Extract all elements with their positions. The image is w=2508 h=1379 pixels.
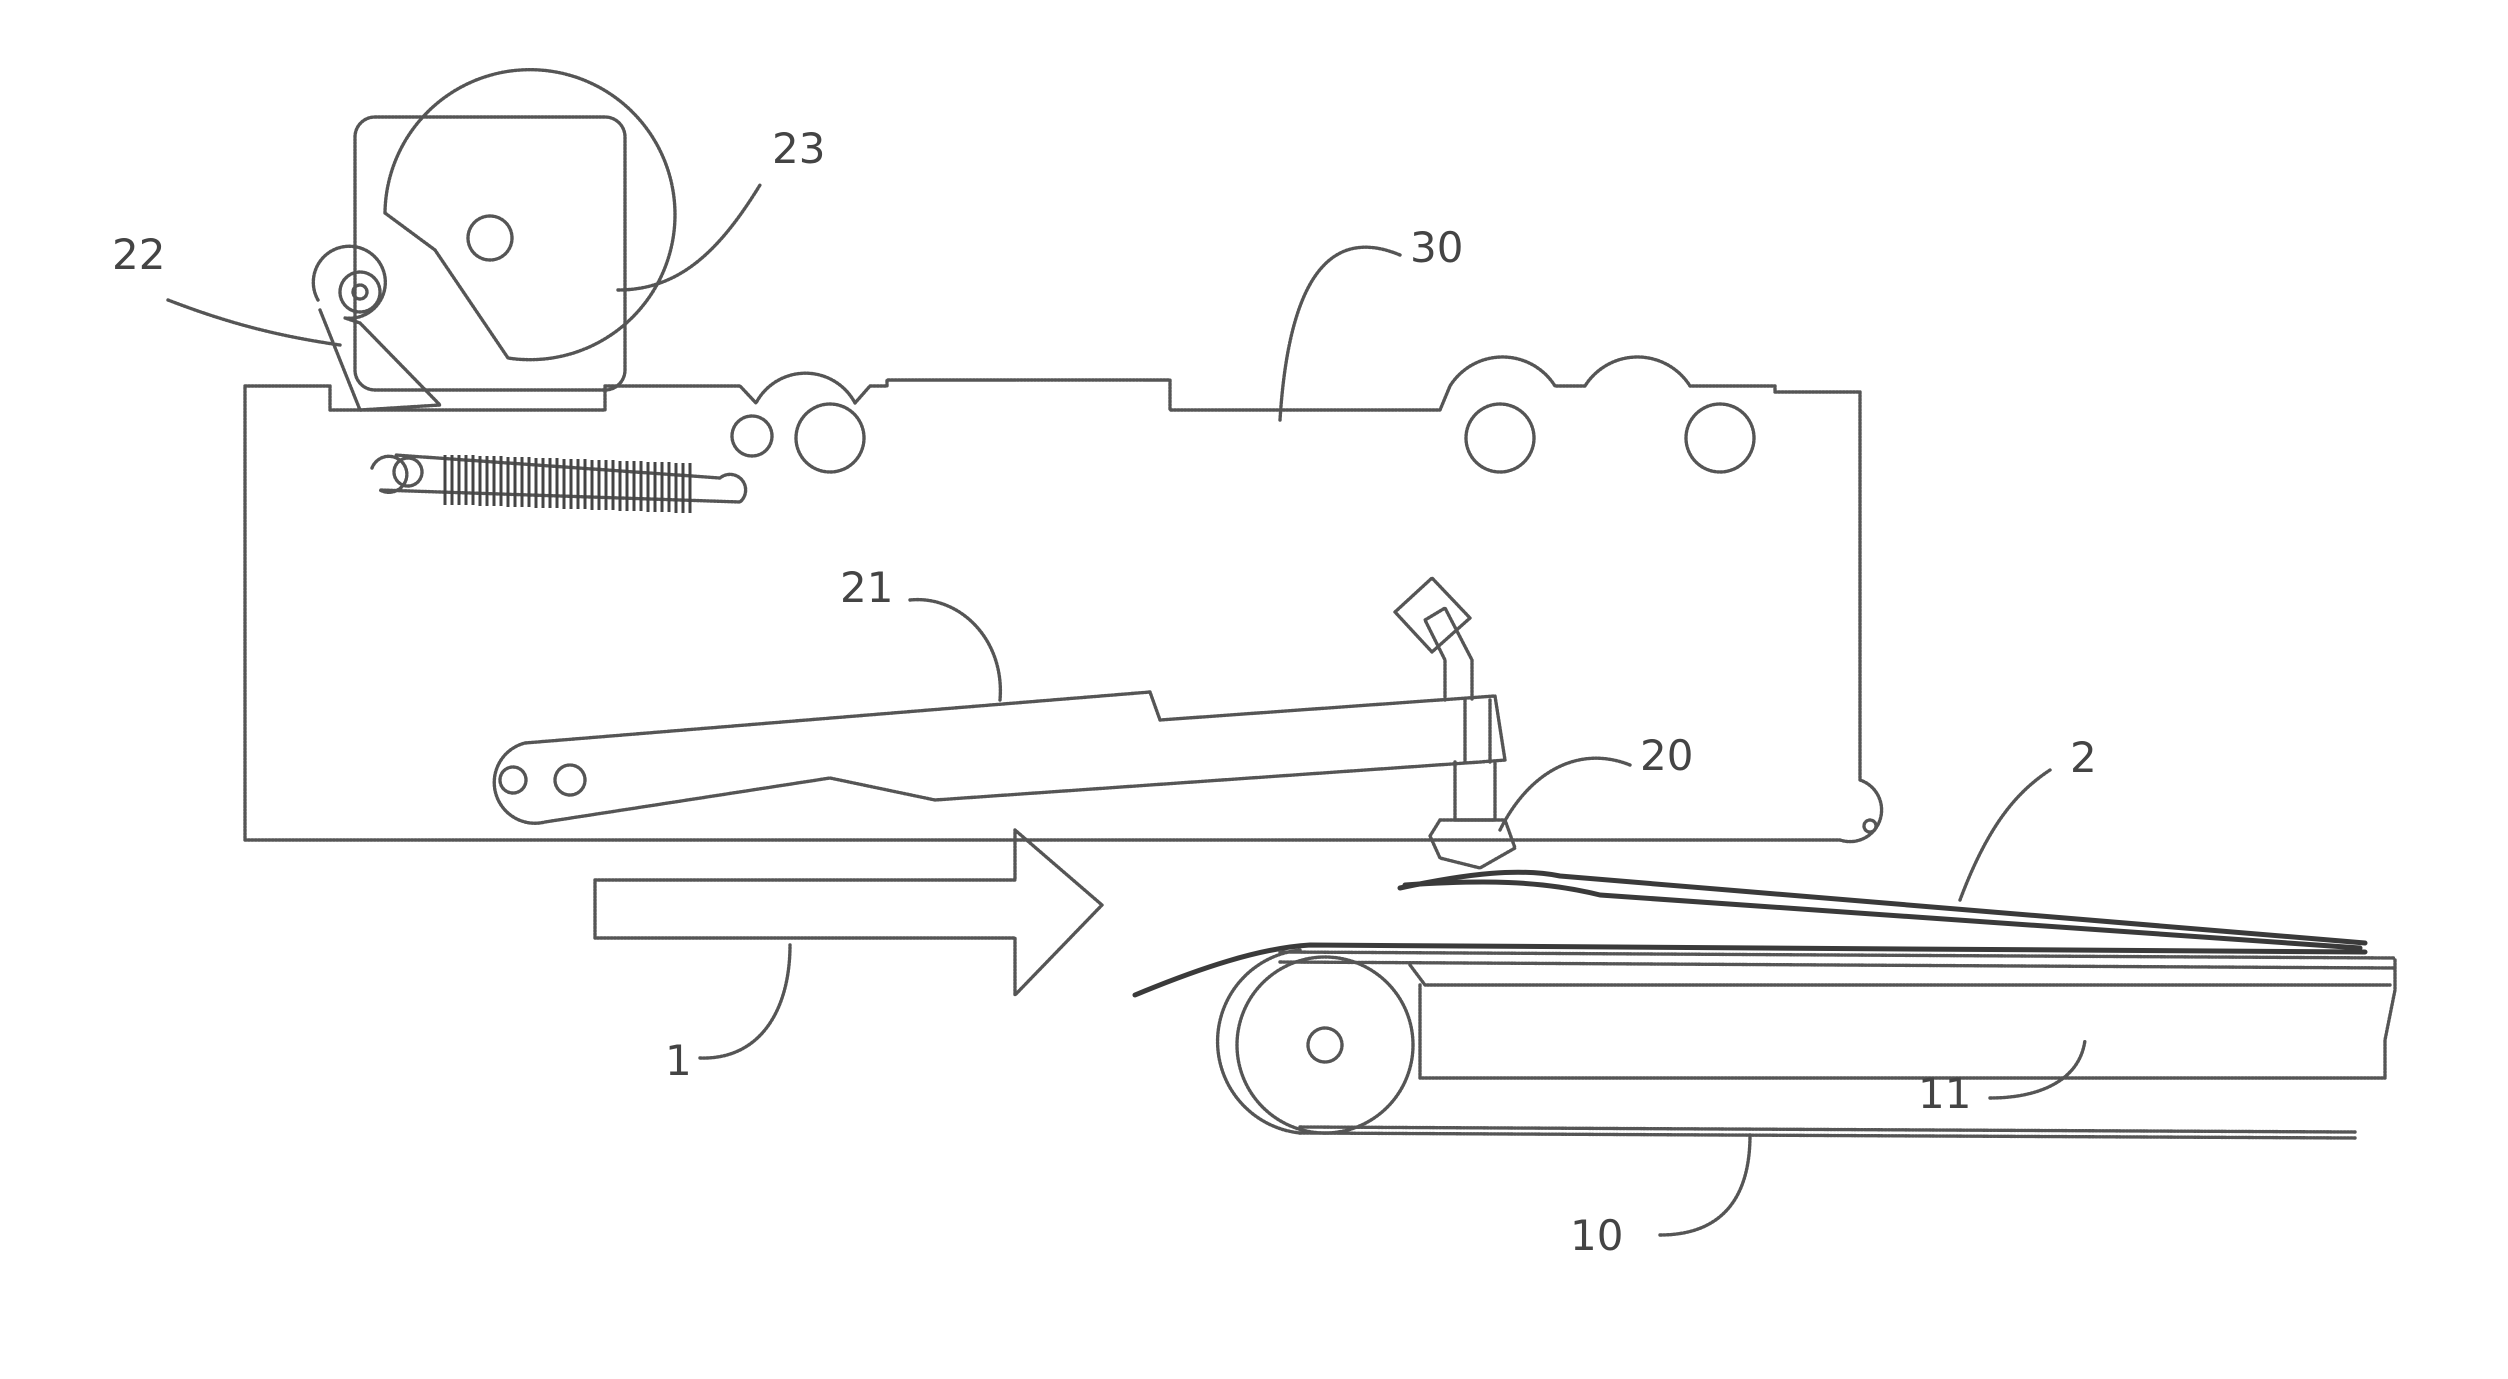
sheet bbox=[1400, 872, 2365, 948]
carriage-plate bbox=[245, 357, 1882, 842]
lever-arm bbox=[494, 578, 1515, 868]
cam-assembly bbox=[355, 70, 675, 390]
tension-spring bbox=[372, 455, 746, 513]
label-sheet: 2 bbox=[2070, 733, 2097, 782]
link-arm bbox=[313, 246, 440, 410]
conveyor bbox=[1135, 945, 2395, 1138]
label-link: 22 bbox=[112, 230, 165, 279]
label-carriage: 30 bbox=[1410, 223, 1463, 272]
label-lever-arm: 21 bbox=[840, 563, 893, 612]
label-feeler-tip: 20 bbox=[1640, 731, 1693, 780]
label-support-frame: 11 bbox=[1918, 1069, 1971, 1118]
label-cam: 23 bbox=[772, 124, 825, 173]
label-belt: 10 bbox=[1570, 1211, 1623, 1260]
label-arrow: 1 bbox=[665, 1036, 692, 1085]
feed-direction-arrow bbox=[595, 830, 1102, 995]
